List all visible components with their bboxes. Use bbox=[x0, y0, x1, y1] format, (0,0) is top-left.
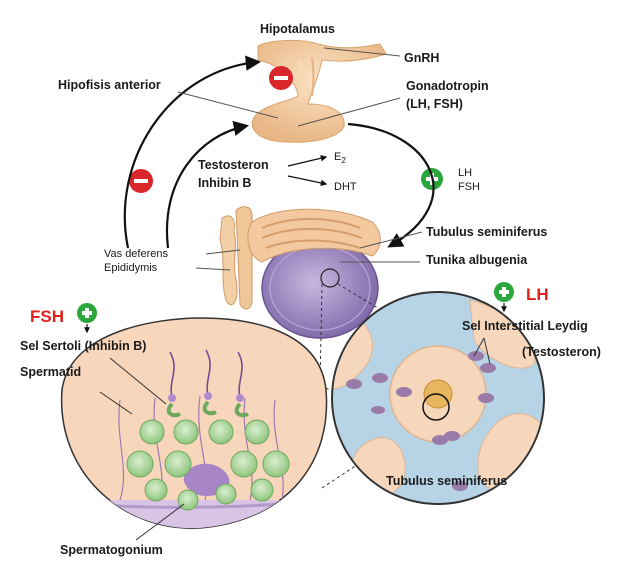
feedback-arrow-outer bbox=[123, 55, 262, 249]
label-epididymis: Epididymis bbox=[104, 262, 158, 274]
label-gnrh: GnRH bbox=[404, 51, 439, 65]
spermatogonium-leader bbox=[135, 503, 185, 541]
label-hipotalamus: Hipotalamus bbox=[260, 22, 335, 36]
fsh-positive-icon bbox=[77, 303, 97, 334]
label-spermatogonium: Spermatogonium bbox=[60, 543, 163, 557]
label-spermatid: Spermatid bbox=[20, 365, 81, 379]
label-gonadotropin: Gonadotropin bbox=[406, 79, 489, 93]
label-leydig: Sel Interstitial Leydig bbox=[462, 319, 588, 333]
label-fsh-big: FSH bbox=[30, 307, 64, 326]
vas-deferens-leader bbox=[205, 249, 241, 255]
label-testosteron-paren: (Testosteron) bbox=[522, 345, 601, 359]
hypothalamus-pituitary bbox=[251, 39, 387, 143]
negative-feedback-icon bbox=[129, 169, 153, 193]
feedback-arrow-inner bbox=[165, 120, 250, 249]
dht-arrow bbox=[287, 175, 328, 187]
label-vas-deferens: Vas deferens bbox=[104, 248, 169, 260]
label-tunika: Tunika albugenia bbox=[426, 253, 528, 267]
gonadotropin-leader bbox=[297, 97, 401, 127]
zoom-line bbox=[319, 283, 323, 385]
label-lh-side: LH bbox=[458, 167, 472, 179]
label-dht: DHT bbox=[334, 181, 357, 193]
leydig-pointer bbox=[483, 337, 491, 365]
lh-positive-icon bbox=[494, 282, 514, 313]
label-gonadotropin-sub: (LH, FSH) bbox=[406, 97, 463, 111]
label-fsh-side: FSH bbox=[458, 181, 480, 193]
label-lh-big: LH bbox=[526, 285, 549, 304]
leydig-pointer bbox=[473, 337, 485, 357]
label-inhibin: Inhibin B bbox=[198, 176, 251, 190]
lh-fsh-arrow bbox=[347, 122, 435, 248]
label-hipofisis: Hipofisis anterior bbox=[58, 78, 161, 92]
label-tubulus-bottom: Tubulus seminiferus bbox=[386, 474, 507, 488]
label-e2: E2 bbox=[334, 151, 346, 165]
hipofisis-leader bbox=[177, 91, 279, 119]
epididymis-leader bbox=[195, 267, 231, 271]
tubulus-leader bbox=[359, 231, 423, 249]
negative-feedback-icon bbox=[269, 66, 293, 90]
spermatid-leader bbox=[99, 391, 133, 415]
label-testosteron: Testosteron bbox=[198, 158, 269, 172]
label-sertoli: Sel Sertoli (Inhibin B) bbox=[20, 339, 146, 353]
e2-arrow bbox=[287, 155, 328, 167]
seminiferous-epithelium-magnified bbox=[60, 317, 328, 529]
gnrh-leader bbox=[323, 47, 401, 57]
testis-illustration bbox=[219, 206, 381, 339]
sertoli-leader bbox=[109, 357, 167, 405]
label-tubulus-top: Tubulus seminiferus bbox=[426, 225, 547, 239]
